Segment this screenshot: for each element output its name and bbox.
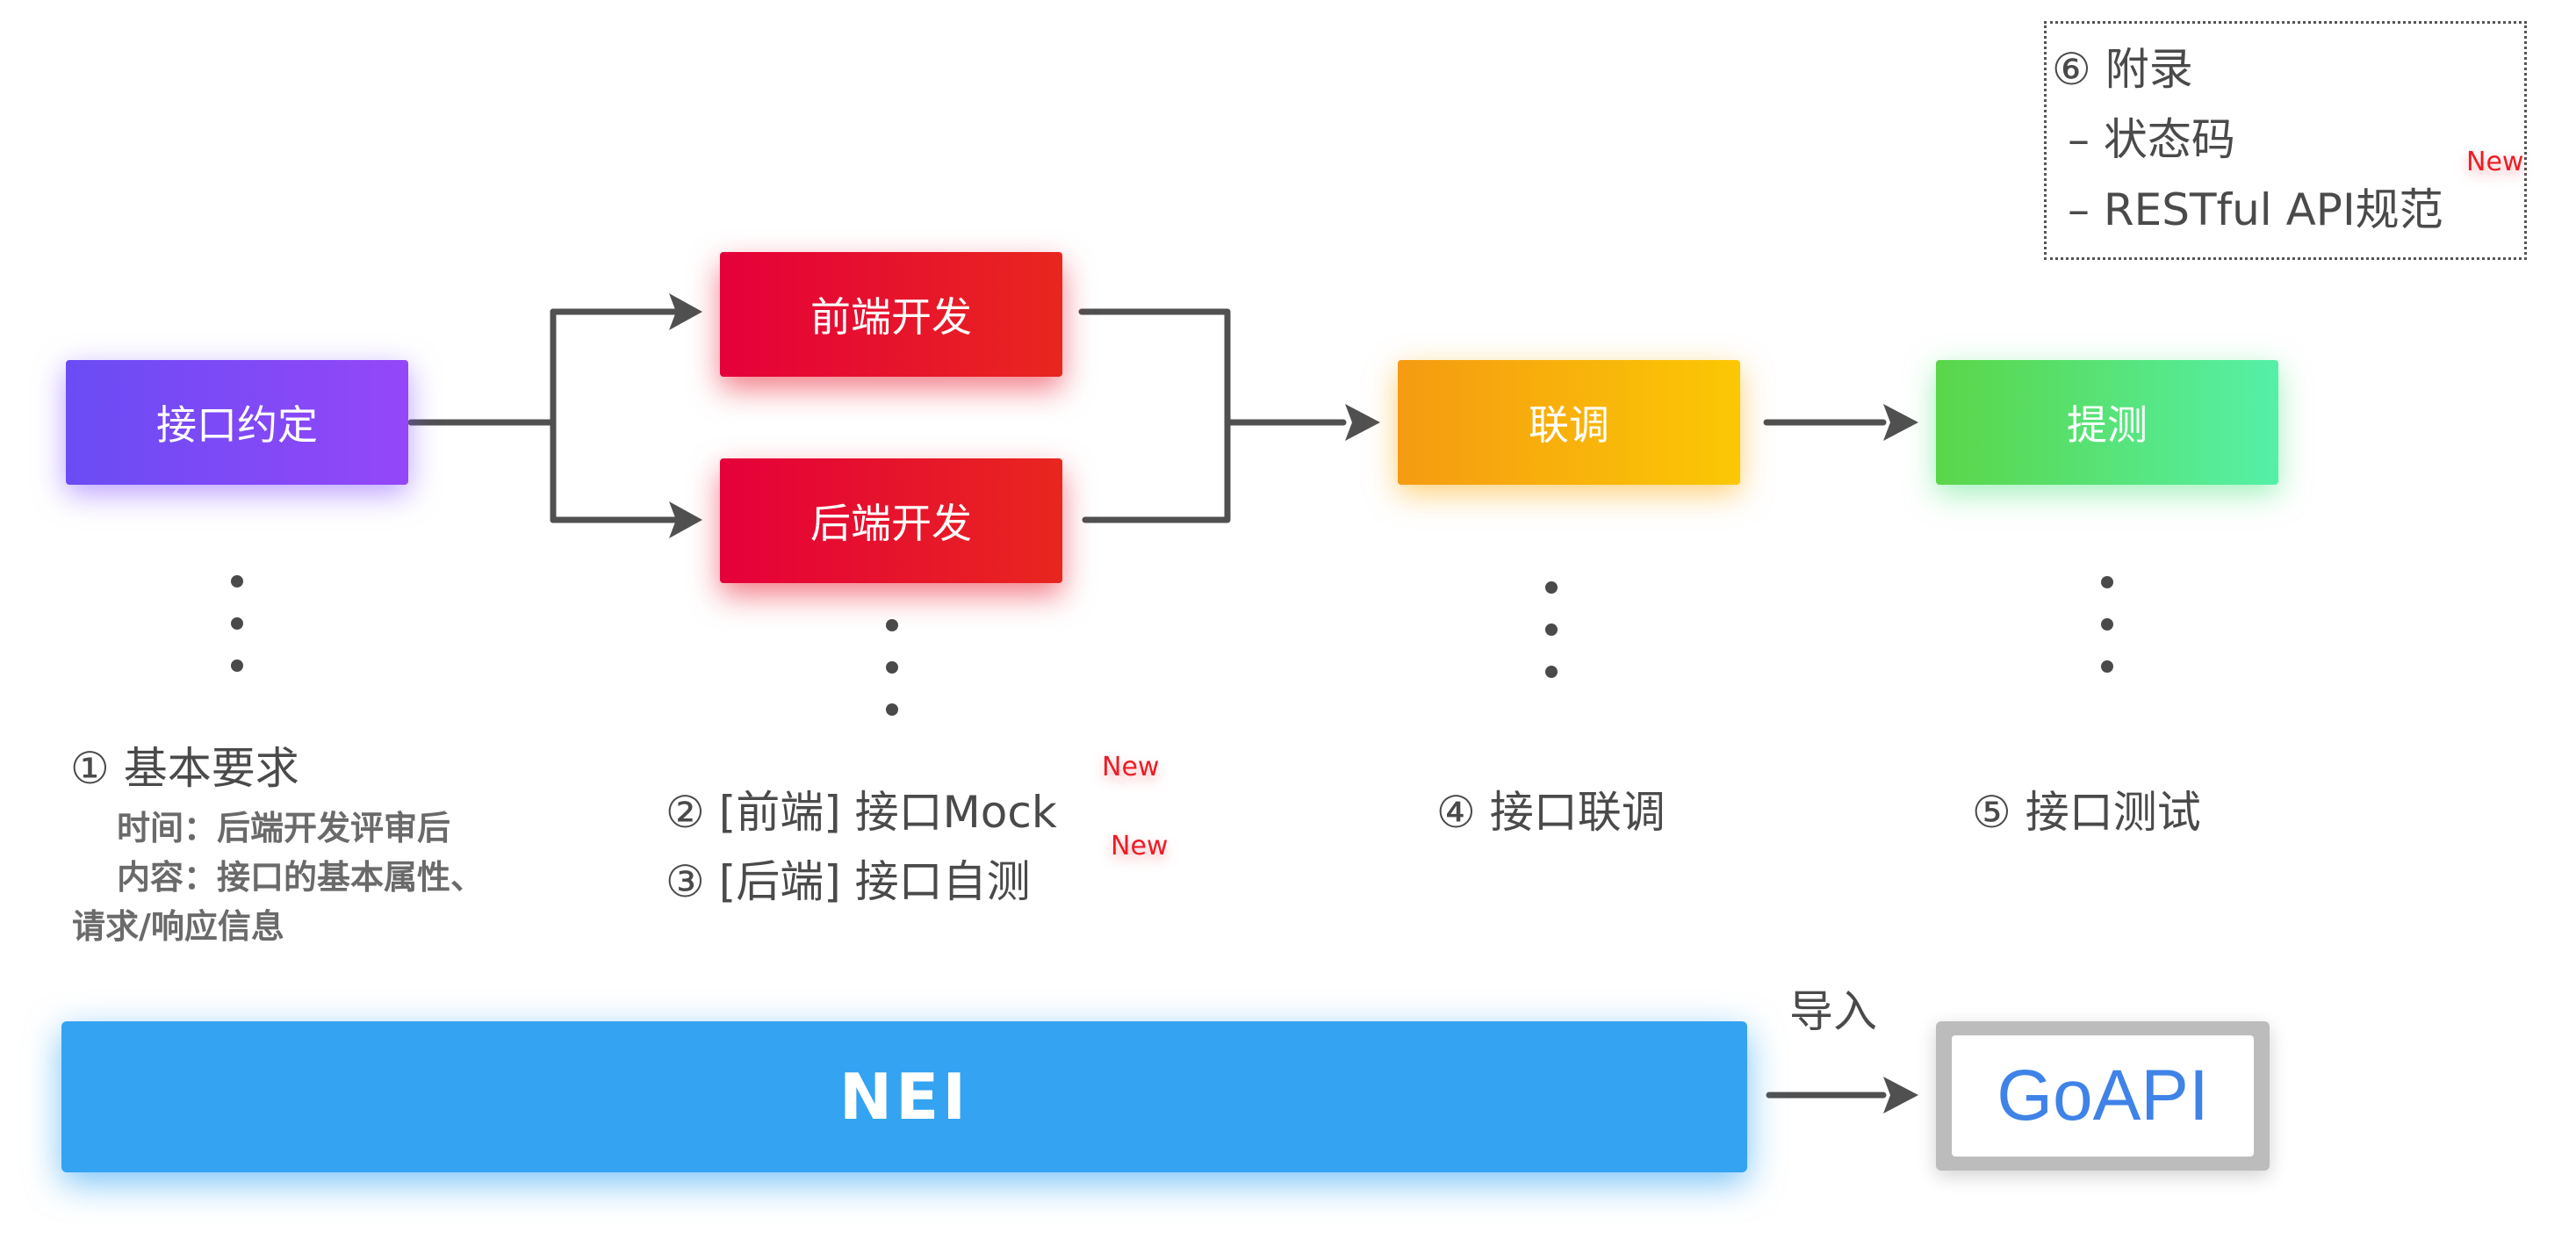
appendix-item-restful: – RESTful API规范 — [2068, 184, 2443, 235]
step-contract-label: 接口约定 — [156, 401, 318, 449]
step4-title: ④ 接口联调 — [1436, 787, 1666, 838]
step1-content-line1: 内容：接口的基本属性、 — [117, 858, 485, 897]
step1-content-line2: 请求/响应信息 — [72, 907, 284, 946]
step-backend-label: 后端开发 — [810, 500, 972, 547]
arrowhead-frontend — [669, 293, 702, 330]
arrowhead-backend — [669, 501, 702, 538]
arrowhead-goapi — [1883, 1077, 1918, 1114]
dots-test — [2101, 576, 2113, 703]
dots-integration — [1545, 581, 1558, 708]
goapi-box: GoAPI — [1936, 1021, 2270, 1171]
step-test-box: 提测 — [1936, 360, 2278, 485]
step-frontend-label: 前端开发 — [810, 293, 972, 341]
step1-title: ① 基本要求 — [70, 743, 299, 794]
step2-title: ② [前端] 接口Mock — [666, 787, 1057, 838]
step2-new-badge: New — [1102, 752, 1160, 782]
step-backend-box: 后端开发 — [720, 458, 1062, 583]
step-test-label: 提测 — [2067, 401, 2148, 449]
step-frontend-box: 前端开发 — [720, 252, 1062, 377]
goapi-logo: GoAPI — [1952, 1035, 2254, 1157]
dots-contract — [231, 575, 243, 702]
arrowhead-integration — [1345, 404, 1380, 441]
appendix-box: ⑥ 附录 – 状态码 – RESTful API规范 New — [2044, 21, 2527, 260]
step-integration-label: 联调 — [1529, 401, 1609, 449]
step-contract-box: 接口约定 — [66, 360, 408, 485]
step3-title: ③ [后端] 接口自测 — [666, 856, 1031, 907]
import-label: 导入 — [1789, 986, 1877, 1037]
dots-dev — [886, 619, 898, 746]
step-integration-box: 联调 — [1398, 360, 1740, 485]
appendix-new-badge: New — [2466, 147, 2524, 177]
step1-time: 时间：后端开发评审后 — [117, 809, 451, 847]
arrowhead-test — [1883, 404, 1918, 441]
appendix-item-status-codes: – 状态码 — [2068, 114, 2235, 165]
connector-frontend-out — [1078, 308, 1231, 523]
step5-title: ⑤ 接口测试 — [1972, 787, 2201, 838]
step3-new-badge: New — [1111, 831, 1169, 861]
nei-bar: NEI — [61, 1021, 1747, 1172]
nei-logo: NEI — [838, 1060, 970, 1134]
appendix-title: ⑥ 附录 — [2052, 44, 2193, 95]
